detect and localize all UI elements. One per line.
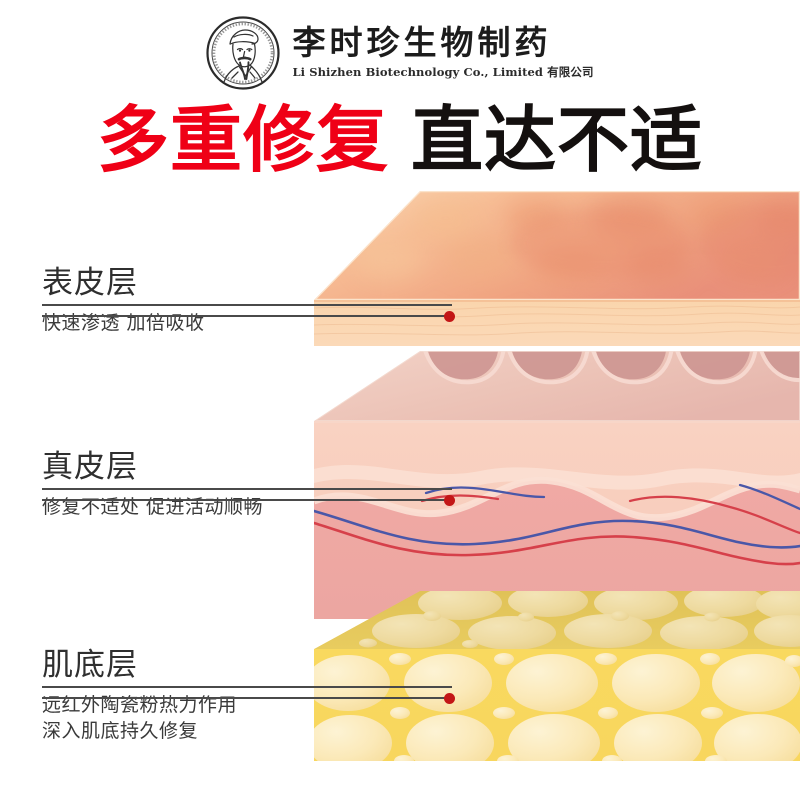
callout-dermis-rule	[42, 488, 452, 491]
brand-name-cn: 李时珍生物制药	[292, 23, 552, 63]
brand-name-en: Li Shizhen Biotechnology Co., Limited 有限…	[292, 64, 594, 79]
skin-cross-section-diagram: 表皮层 快速渗透 加倍吸收 真皮层 修复不适处 促进活动顺畅 肌底层 远红外陶瓷…	[0, 188, 800, 788]
callout-hypodermis-subtitle-1: 远红外陶瓷粉热力作用	[42, 694, 238, 717]
callout-hypodermis: 肌底层 远红外陶瓷粉热力作用 深入肌底持久修复	[42, 648, 452, 744]
callout-epidermis-title: 表皮层	[42, 265, 138, 301]
epidermis-slab	[300, 188, 800, 348]
leader-dot-epidermis	[444, 311, 455, 322]
callout-epidermis: 表皮层 快速渗透 加倍吸收	[42, 266, 452, 337]
brand-text-block: 李时珍生物制药 Li Shizhen Biotechnology Co., Li…	[292, 23, 594, 80]
callout-hypodermis-title: 肌底层	[42, 647, 138, 683]
headline-red-text: 多重修复	[96, 98, 389, 182]
callout-dermis-subtitle: 修复不适处 促进活动顺畅	[42, 496, 264, 519]
headline-black-text: 直达不适	[411, 98, 704, 182]
leader-dot-hypodermis	[444, 693, 455, 704]
leader-line-dermis	[42, 499, 450, 501]
callout-hypodermis-subtitle-2: 深入肌底持久修复	[42, 719, 199, 742]
callout-epidermis-rule	[42, 304, 452, 307]
callout-hypodermis-rule	[42, 686, 452, 689]
page-title: 多重修复直达不适	[0, 104, 800, 176]
callout-dermis: 真皮层 修复不适处 促进活动顺畅	[42, 450, 452, 521]
leader-dot-dermis	[444, 495, 455, 506]
leader-line-epidermis	[42, 315, 450, 317]
hypodermis-slab	[300, 591, 800, 771]
company-seal-portrait-icon	[206, 15, 281, 90]
callout-dermis-title: 真皮层	[42, 449, 138, 485]
brand-header: 李时珍生物制药 Li Shizhen Biotechnology Co., Li…	[0, 10, 800, 95]
leader-line-hypodermis	[42, 697, 450, 699]
dermis-slab	[300, 351, 800, 619]
callout-epidermis-subtitle: 快速渗透 加倍吸收	[42, 312, 205, 335]
